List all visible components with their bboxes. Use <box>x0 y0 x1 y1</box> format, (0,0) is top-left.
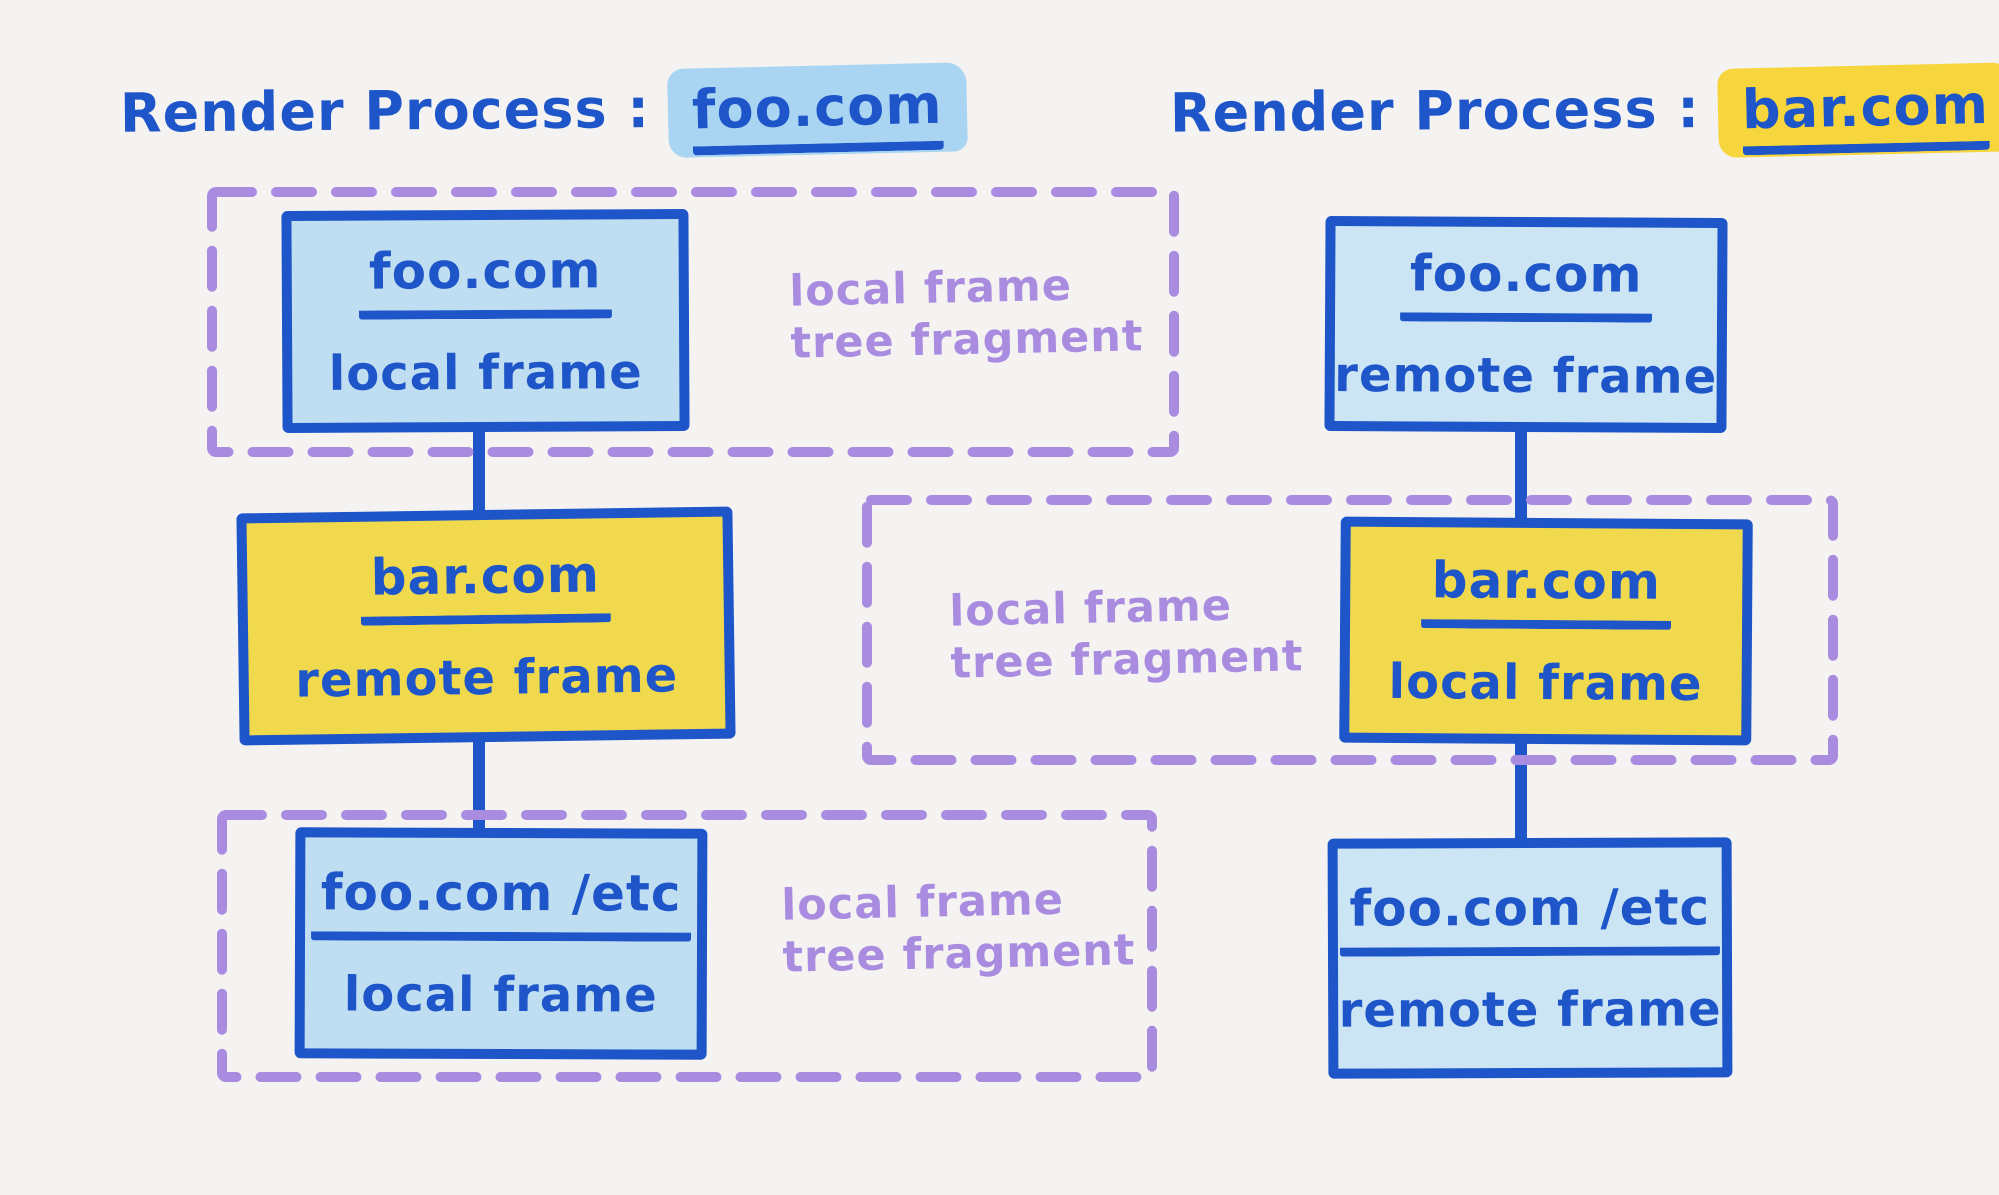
node-frame-type: local frame <box>1388 653 1703 712</box>
fragment-label-middle-right: local frame tree fragment <box>949 578 1304 690</box>
node-foo-etc-remote-frame: foo.com /etc remote frame <box>1327 837 1733 1079</box>
fragment-label-line1: local frame <box>948 580 1233 637</box>
node-frame-type: local frame <box>343 966 658 1024</box>
fragment-box-top-left <box>207 187 1179 457</box>
fragment-label-line1: local frame <box>788 260 1073 317</box>
fragment-label-top-left: local frame tree fragment <box>789 258 1144 370</box>
node-domain: foo.com /etc <box>310 863 692 942</box>
node-domain: bar.com <box>1421 550 1672 630</box>
node-bar-remote-frame: bar.com remote frame <box>236 506 736 746</box>
render-process-title-left: Render Process : foo.com <box>119 62 968 160</box>
title-domain-highlight-foo: foo.com <box>667 62 968 158</box>
node-foo-local-frame: foo.com local frame <box>281 208 690 434</box>
node-frame-type: local frame <box>328 343 643 402</box>
title-domain-highlight-bar: bar.com <box>1717 62 1999 158</box>
node-frame-type: remote frame <box>1334 346 1718 406</box>
render-process-title-right: Render Process : bar.com <box>1169 62 1999 160</box>
title-prefix: Render Process : <box>1169 77 1701 145</box>
node-frame-type: remote frame <box>294 646 679 709</box>
fragment-box-bottom-left <box>217 810 1157 1082</box>
node-frame-type: remote frame <box>1338 980 1722 1039</box>
node-domain: foo.com <box>358 240 612 320</box>
node-domain: foo.com <box>1399 244 1653 323</box>
title-domain-bar: bar.com <box>1741 72 1990 156</box>
fragment-label-line2: tree fragment <box>950 631 1304 690</box>
node-domain: foo.com /etc <box>1339 877 1721 957</box>
fragment-label-line2: tree fragment <box>782 925 1136 984</box>
node-bar-local-frame: bar.com local frame <box>1339 516 1753 746</box>
fragment-label-line2: tree fragment <box>790 311 1144 370</box>
node-foo-etc-local-frame: foo.com /etc local frame <box>294 827 708 1060</box>
fragment-box-middle-right <box>862 495 1838 765</box>
fragment-label-bottom-left: local frame tree fragment <box>781 872 1136 984</box>
node-domain: bar.com <box>360 544 611 626</box>
fragment-label-line1: local frame <box>780 874 1065 931</box>
node-foo-remote-frame: foo.com remote frame <box>1324 215 1728 434</box>
title-domain-foo: foo.com <box>691 72 944 156</box>
title-prefix: Render Process : <box>119 77 651 145</box>
